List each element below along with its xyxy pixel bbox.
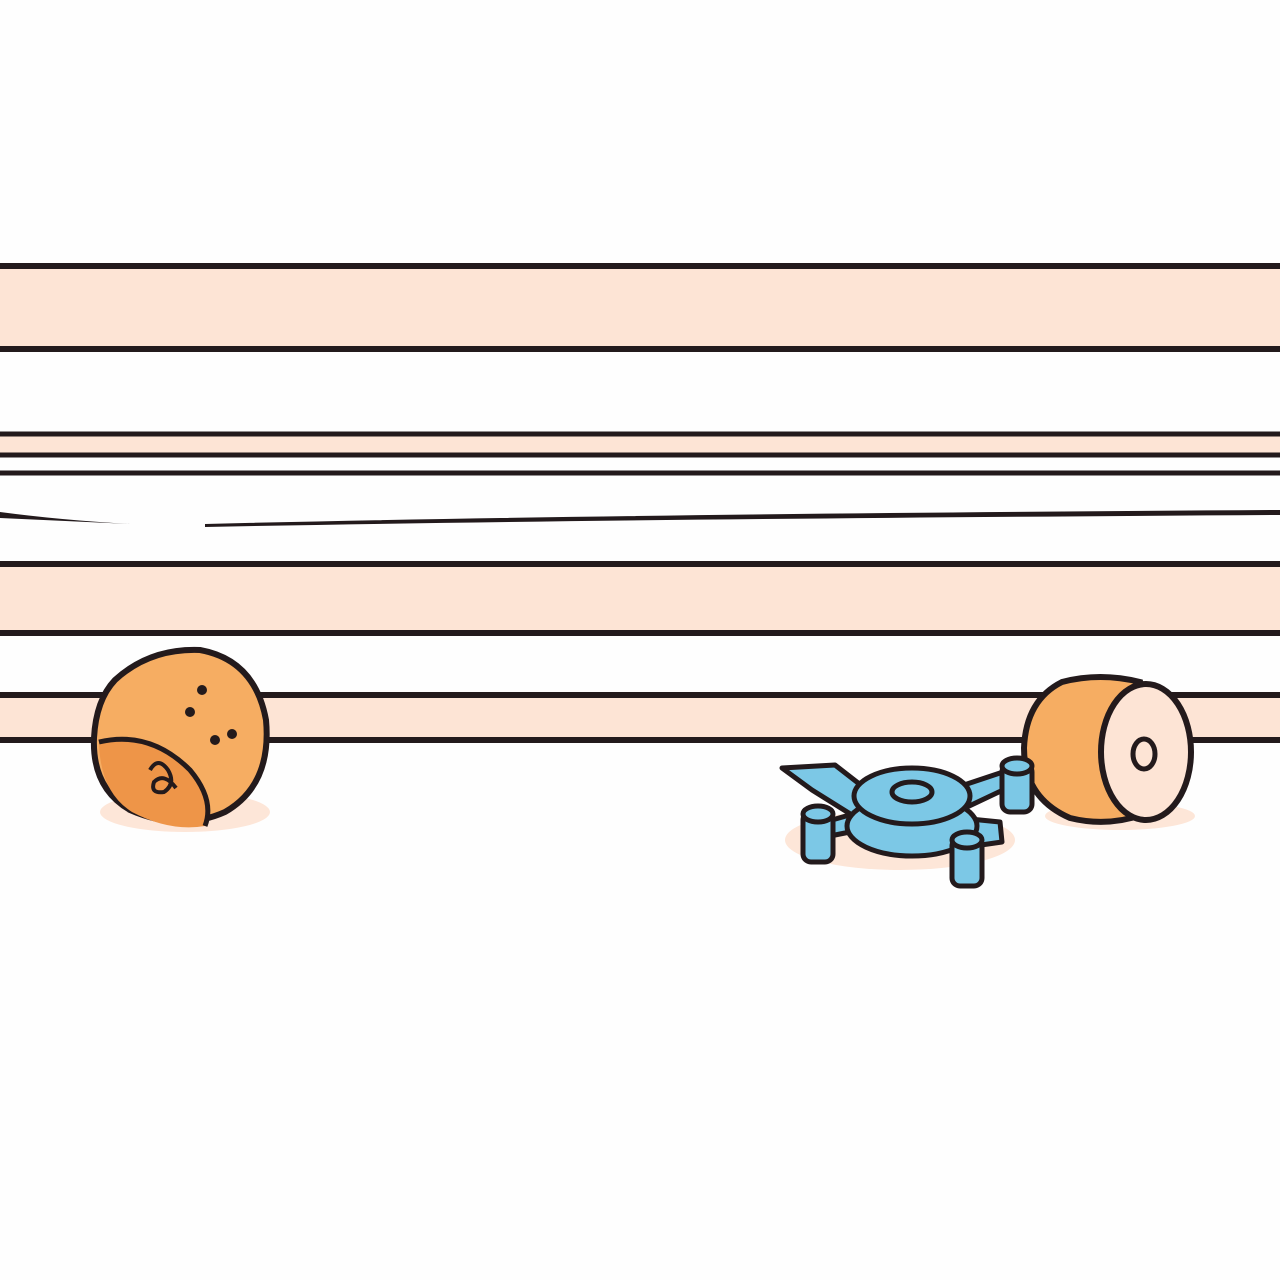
wheel-icon <box>1020 674 1195 830</box>
plank-top <box>0 263 1280 352</box>
plank-thin-strips <box>0 431 1280 476</box>
drone-icon <box>779 755 1035 889</box>
ball-icon <box>90 646 270 832</box>
plank-edge-line <box>0 510 1280 527</box>
plank-middle <box>0 561 1280 636</box>
